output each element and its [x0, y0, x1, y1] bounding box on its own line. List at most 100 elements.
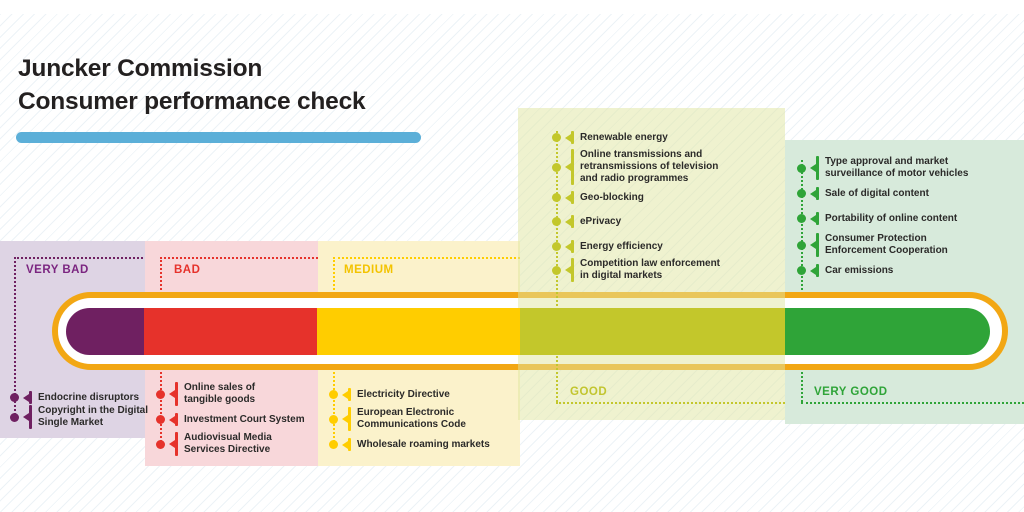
rating-item: Online transmissions and retransmissions…	[552, 149, 718, 185]
rating-item: Online sales of tangible goods	[156, 382, 255, 406]
gauge-segment-bad	[144, 308, 317, 355]
rating-item-label: Endocrine disruptors	[38, 391, 140, 403]
rating-item-label: Geo-blocking	[580, 191, 644, 203]
pointer-icon	[565, 215, 574, 228]
very-bad-dotted-guide-top	[14, 257, 143, 259]
pointer-icon	[565, 149, 574, 185]
rating-item-label: Car emissions	[825, 264, 894, 276]
pointer-icon	[810, 233, 819, 257]
bullet-dot-icon	[552, 193, 561, 202]
bullet-dot-icon	[797, 240, 806, 250]
title-accent-bar	[16, 132, 421, 143]
rating-item-label: European Electronic Communications Code	[357, 407, 466, 430]
rating-item-label: Type approval and market surveillance of…	[825, 156, 969, 179]
rating-item: Consumer Protection Enforcement Cooperat…	[797, 233, 948, 257]
rating-item-label: Online transmissions and retransmissions…	[580, 149, 719, 184]
bullet-dot-icon	[10, 412, 19, 422]
rating-item: Energy efficiency	[552, 240, 663, 253]
rating-item-label: Competition law enforcement in digital m…	[580, 258, 721, 281]
category-label-good: GOOD	[570, 386, 608, 398]
rating-item-label: Investment Court System	[184, 413, 305, 425]
bullet-dot-icon	[552, 133, 561, 142]
bullet-dot-icon	[552, 242, 561, 251]
category-label-very-good: VERY GOOD	[814, 386, 888, 398]
pointer-icon	[810, 156, 819, 180]
category-label-medium: MEDIUM	[344, 264, 394, 276]
pointer-icon	[810, 187, 819, 200]
rating-item-label: Renewable energy	[580, 131, 668, 143]
rating-item-label: Electricity Directive	[357, 388, 450, 400]
gauge-segment-very-good	[785, 308, 990, 355]
rating-item: Endocrine disruptors	[10, 391, 139, 404]
rating-item: Portability of online content	[797, 212, 957, 225]
good-dotted-guide-bottom	[556, 402, 785, 404]
panel-very-good	[785, 140, 1024, 424]
pointer-icon	[565, 191, 574, 204]
rating-item: Geo-blocking	[552, 191, 644, 204]
rating-item-label: Wholesale roaming markets	[357, 438, 490, 450]
bullet-dot-icon	[797, 266, 806, 275]
page-title: Juncker Commission Consumer performance …	[18, 52, 366, 118]
rating-item: Car emissions	[797, 264, 893, 277]
bullet-dot-icon	[329, 440, 338, 449]
bullet-dot-icon	[329, 414, 338, 424]
page-title-line2: Consumer performance check	[18, 88, 366, 115]
pointer-icon	[169, 413, 178, 426]
bullet-dot-icon	[10, 393, 19, 402]
very-good-dotted-guide-vertical	[801, 160, 803, 402]
bullet-dot-icon	[797, 189, 806, 198]
pointer-icon	[565, 240, 574, 253]
pointer-icon	[810, 264, 819, 277]
rating-item: Renewable energy	[552, 131, 668, 144]
very-bad-dotted-guide-vertical	[14, 257, 16, 419]
rating-item: Investment Court System	[156, 413, 305, 426]
panel-good	[518, 108, 785, 420]
pointer-icon	[565, 131, 574, 144]
rating-item-label: Energy efficiency	[580, 240, 663, 252]
rating-item: Copyright in the Digital Single Market	[10, 405, 148, 429]
rating-item-label: Copyright in the Digital Single Market	[38, 405, 148, 428]
rating-item: Electricity Directive	[329, 388, 450, 401]
category-label-very-bad: VERY BAD	[26, 264, 89, 276]
rating-item-label: Audiovisual Media Services Directive	[184, 432, 272, 455]
gauge-segment-very-bad	[66, 308, 144, 355]
rating-item-label: Consumer Protection Enforcement Cooperat…	[825, 233, 948, 256]
bullet-dot-icon	[156, 439, 165, 449]
bullet-dot-icon	[156, 389, 165, 399]
rating-item-label: Sale of digital content	[825, 187, 929, 199]
rating-item: Competition law enforcement in digital m…	[552, 258, 720, 282]
bullet-dot-icon	[552, 265, 561, 275]
bullet-dot-icon	[552, 162, 561, 172]
bullet-dot-icon	[552, 217, 561, 226]
pointer-icon	[342, 388, 351, 401]
rating-item-label: ePrivacy	[580, 215, 622, 227]
pointer-icon	[565, 258, 574, 282]
pointer-icon	[169, 432, 178, 456]
rating-item: Type approval and market surveillance of…	[797, 156, 968, 180]
medium-dotted-guide-top	[333, 257, 520, 259]
bullet-dot-icon	[797, 163, 806, 173]
gauge-bar	[66, 308, 990, 355]
rating-item: Wholesale roaming markets	[329, 438, 490, 451]
rating-item-label: Online sales of tangible goods	[184, 382, 256, 405]
rating-item: European Electronic Communications Code	[329, 407, 466, 431]
rating-item: Audiovisual Media Services Directive	[156, 432, 272, 456]
rating-item: ePrivacy	[552, 215, 621, 228]
bullet-dot-icon	[797, 214, 806, 223]
pointer-icon	[810, 212, 819, 225]
pointer-icon	[342, 438, 351, 451]
bullet-dot-icon	[329, 390, 338, 399]
very-good-dotted-guide-bottom	[801, 402, 1024, 404]
pointer-icon	[342, 407, 351, 431]
gauge-segment-medium	[317, 308, 520, 355]
category-label-bad: BAD	[174, 264, 201, 276]
pointer-icon	[23, 391, 32, 404]
rating-item-label: Portability of online content	[825, 212, 958, 224]
pointer-icon	[169, 382, 178, 406]
bullet-dot-icon	[156, 415, 165, 424]
bad-dotted-guide-top	[160, 257, 318, 259]
gauge-segment-good	[520, 308, 785, 355]
rating-item: Sale of digital content	[797, 187, 929, 200]
page-title-line1: Juncker Commission	[18, 55, 263, 82]
